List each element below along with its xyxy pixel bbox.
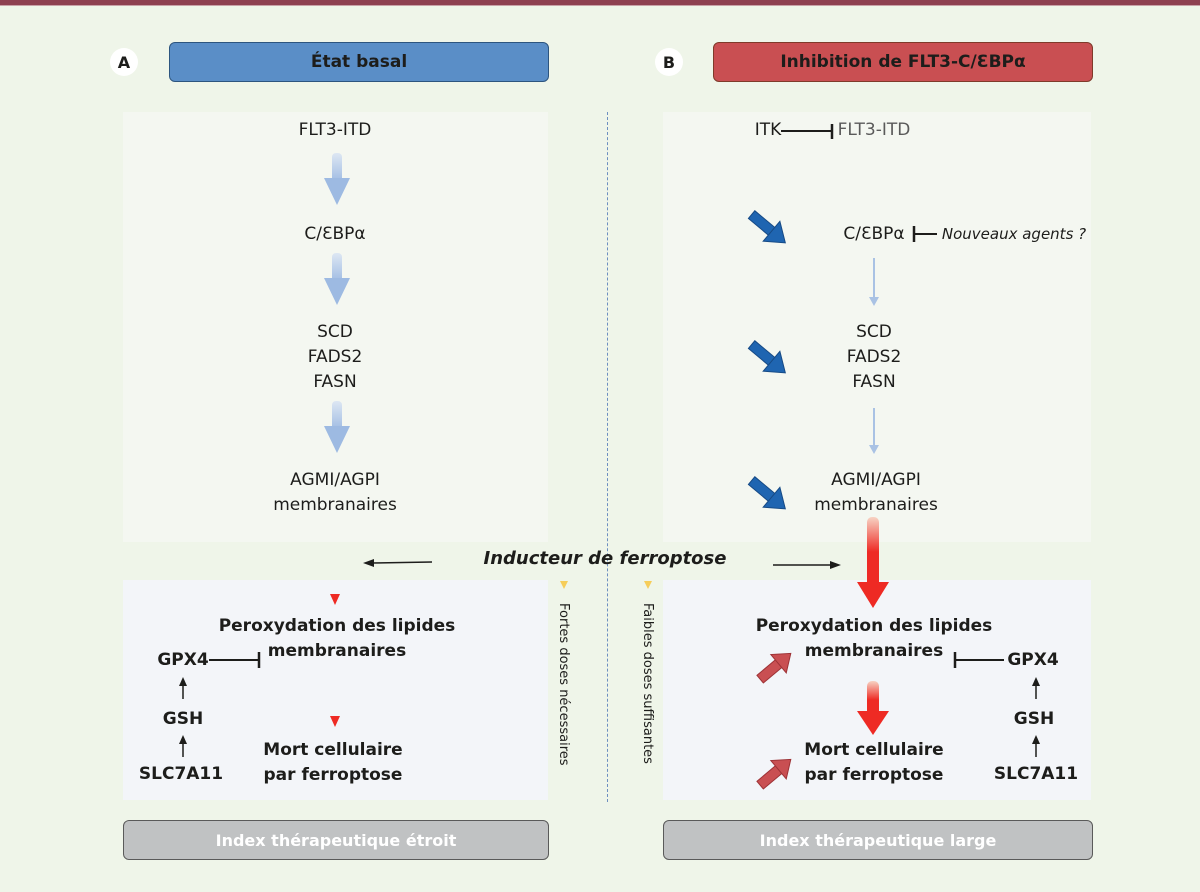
- panel-b-gsh: GSH: [1013, 709, 1055, 729]
- enzyme-scd: SCD: [317, 322, 353, 342]
- enzyme-fasn: FASN: [852, 372, 896, 392]
- top-accent-bar: [0, 0, 1200, 6]
- panel-a-therapeutic-index: Index thérapeutique étroit: [123, 820, 549, 860]
- enzyme-fads2: FADS2: [846, 347, 902, 367]
- panel-b-gpx4: GPX4: [1007, 650, 1059, 670]
- panel-b-slc7a11: SLC7A11: [993, 764, 1079, 784]
- panel-a-gpx4: GPX4: [157, 650, 209, 670]
- inducer-arrow-right: [773, 561, 841, 569]
- panel-a-slc7a11: SLC7A11: [138, 764, 224, 784]
- panel-divider: [607, 112, 608, 802]
- lipids-line-2: membranaires: [273, 495, 397, 515]
- dose-marker-low: [644, 581, 652, 589]
- lipids-line-1: AGMI/AGPI: [290, 470, 380, 490]
- panel-b-cebpa: C/ƐBPα: [843, 224, 905, 244]
- panel-a-enzymes: SCD FADS2 FASN: [308, 320, 363, 395]
- panel-b-letter: B: [655, 48, 683, 76]
- enzyme-fasn: FASN: [313, 372, 357, 392]
- panel-b-lipids: AGMI/AGPI membranaires: [814, 468, 938, 518]
- death-line-2: par ferroptose: [804, 765, 944, 785]
- lipids-line-1: AGMI/AGPI: [831, 470, 921, 490]
- death-line-1: Mort cellulaire: [263, 740, 403, 760]
- enzyme-scd: SCD: [856, 322, 892, 342]
- peroxidation-line-2: membranaires: [267, 641, 407, 661]
- panel-a-flt3-itd: FLT3-ITD: [298, 120, 372, 140]
- dose-marker-high: [560, 581, 568, 589]
- dose-note-high: Fortes doses nécessaires: [556, 603, 571, 766]
- ferroptosis-inducer-label: Inducteur de ferroptose: [483, 548, 727, 569]
- panel-b-cell-death: Mort cellulaire par ferroptose: [804, 738, 943, 788]
- panel-b-pathway-area: [663, 112, 1091, 542]
- panel-a-cebpa: C/ƐBPα: [304, 224, 366, 244]
- panel-a-gsh: GSH: [162, 709, 204, 729]
- panel-a-lipids: AGMI/AGPI membranaires: [273, 468, 397, 518]
- panel-a-peroxidation: Peroxydation des lipides membranaires: [219, 614, 456, 664]
- panel-b-flt3-itd: FLT3-ITD: [837, 120, 911, 140]
- new-agents-label: Nouveaux agents ?: [941, 225, 1087, 243]
- lipids-line-2: membranaires: [814, 495, 938, 515]
- panel-b-peroxidation: Peroxydation des lipides membranaires: [756, 614, 993, 664]
- panel-b-itk: ITK: [754, 120, 782, 140]
- enzyme-fads2: FADS2: [307, 347, 363, 367]
- panel-b-therapeutic-index: Index thérapeutique large: [663, 820, 1093, 860]
- panel-b-title: Inhibition de FLT3-C/ƐBPα: [713, 42, 1093, 82]
- panel-a-title: État basal: [169, 42, 549, 82]
- peroxidation-line-1: Peroxydation des lipides: [755, 616, 993, 636]
- panel-b-enzymes: SCD FADS2 FASN: [847, 320, 902, 395]
- death-line-2: par ferroptose: [263, 765, 403, 785]
- peroxidation-line-2: membranaires: [804, 641, 944, 661]
- dose-note-low: Faibles doses suffisantes: [640, 603, 655, 764]
- peroxidation-line-1: Peroxydation des lipides: [218, 616, 456, 636]
- panel-a-letter: A: [110, 48, 138, 76]
- panel-a-cell-death: Mort cellulaire par ferroptose: [263, 738, 402, 788]
- death-line-1: Mort cellulaire: [804, 740, 944, 760]
- inducer-arrow-left: [363, 559, 433, 567]
